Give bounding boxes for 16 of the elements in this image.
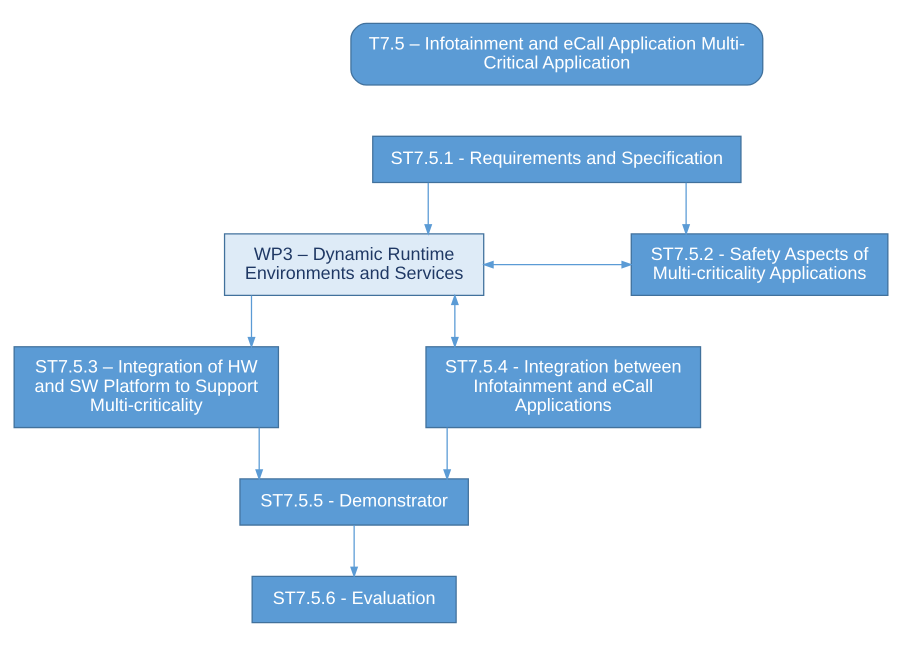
node-box: ST7.5.3 – Integration of HW and SW Platform to Support Multi-criticality [12,346,279,428]
node-box: ST7.5.4 - Integration between Infotainment and eCall Applications [424,346,701,428]
arrow [254,428,263,481]
node-box: ST7.5.6 - Evaluation [250,576,456,624]
node-box: ST7.5.1 - Requirements and Specification [372,136,742,184]
arrow [424,182,432,236]
arrow [682,182,690,236]
node-box: ST7.5.5 - Demonstrator [238,478,468,526]
arrow [442,428,451,481]
arrow [450,294,458,348]
arrow [246,296,256,348]
node-box: ST7.5.2 - Safety Aspects of Multi-criticality Applications [630,233,888,296]
node-box: T7.5 – Infotainment and eCall Application Multi-Critical Application [350,22,763,86]
arrow [482,260,632,269]
node-box: WP3 – Dynamic Runtime Environments and Services [223,233,484,296]
arrow [350,525,358,578]
